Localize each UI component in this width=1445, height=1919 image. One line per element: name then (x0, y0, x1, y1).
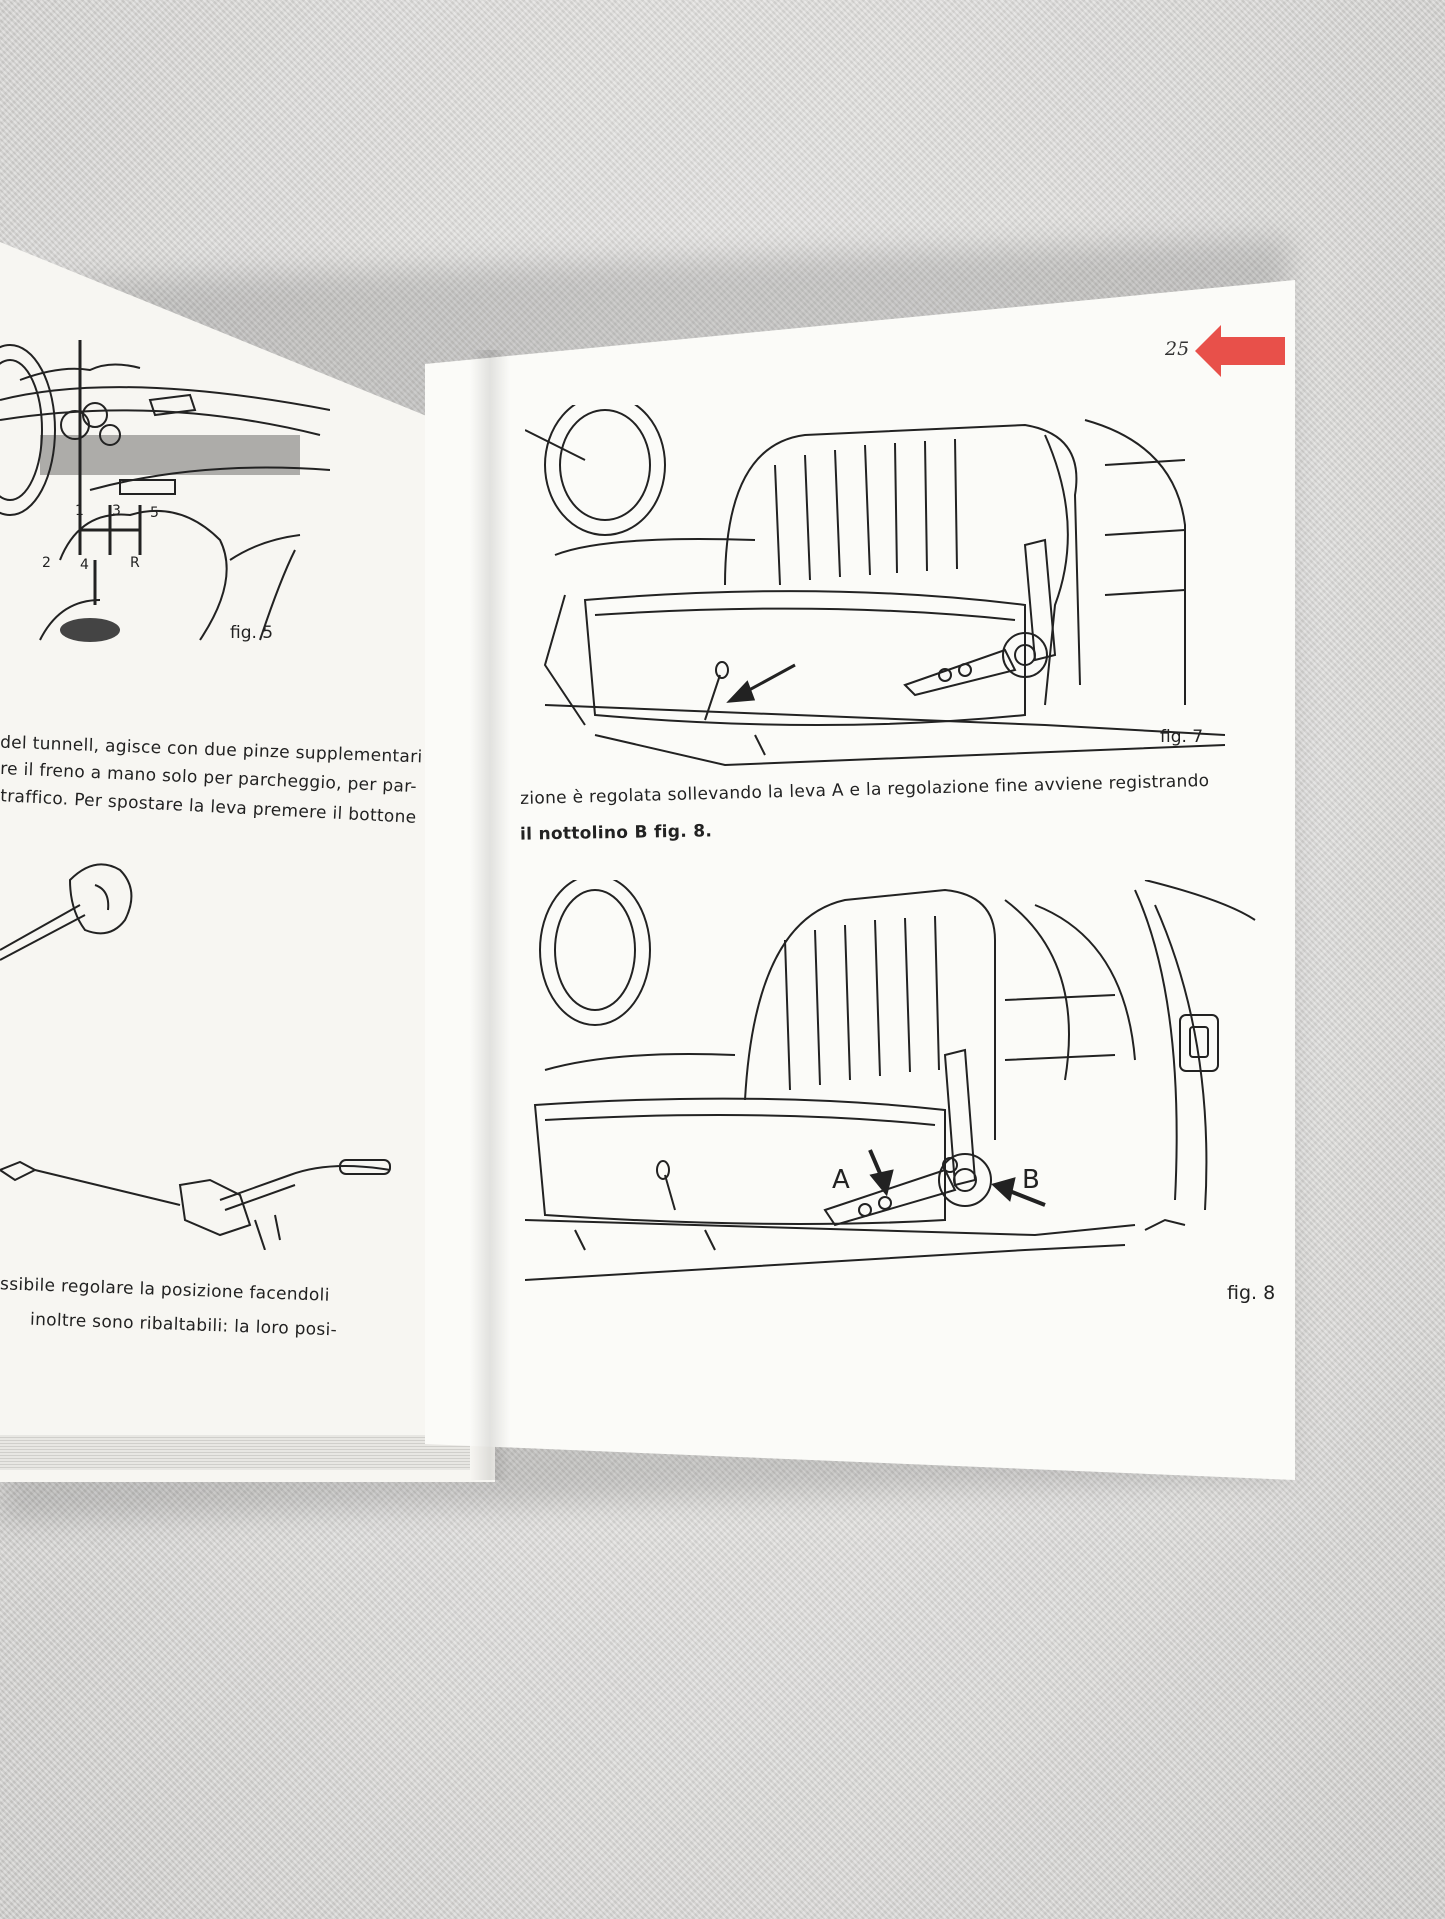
fig7-label: fig. 7 (1160, 727, 1204, 747)
gear-label-5: 5 (150, 505, 159, 521)
right-page (425, 280, 1295, 1480)
fig7-seat-illustration (525, 405, 1225, 767)
page-number: 25 (1165, 338, 1190, 360)
book-gutter (470, 350, 510, 1480)
handbrake-assembly-illustration (0, 1159, 391, 1250)
fig8-callout-a: A (832, 1165, 850, 1195)
handbrake-lever-illustration (0, 863, 133, 961)
gear-label-3: 3 (112, 503, 121, 519)
red-tab-arrow-icon (1195, 325, 1285, 377)
gear-label-1: 1 (75, 503, 84, 519)
fig5-label: fig. 5 (230, 623, 274, 643)
fig8-callout-b: B (1022, 1165, 1040, 1195)
left-page (0, 242, 495, 1482)
page-edge-stack (0, 1435, 470, 1470)
gear-label-r: R (130, 555, 140, 571)
right-paragraph-line2: il nottolino B fig. 8. (519, 821, 713, 845)
fig8-seat-illustration (525, 880, 1256, 1281)
gear-label-4: 4 (80, 557, 89, 573)
fig5-dashboard-illustration (0, 340, 330, 642)
fig8-label: fig. 8 (1227, 1282, 1276, 1304)
gear-label-2: 2 (42, 555, 51, 571)
